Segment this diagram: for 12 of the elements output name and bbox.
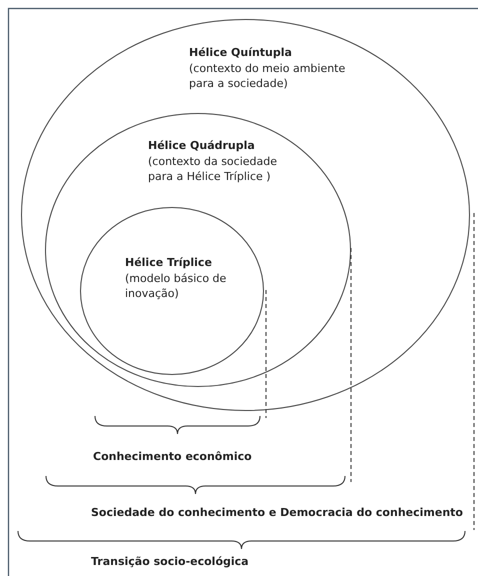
heading-text: Hélice Quádrupla xyxy=(148,138,255,153)
brace-label: Conhecimento econômico xyxy=(93,450,252,463)
brace-label: Transição socio-ecológica xyxy=(91,555,249,568)
description-text: (contexto da sociedade para a Hélice Tríplice ) xyxy=(148,154,278,184)
brace-label: Sociedade do conhecimento e Democracia do conhecimento xyxy=(91,506,463,519)
heading-text: Hélice Tríplice xyxy=(125,255,212,270)
ellipse xyxy=(80,207,264,375)
ellipse xyxy=(45,113,351,387)
description-text: (contexto do meio ambiente para a sociedade) xyxy=(189,61,346,91)
description-text: (modelo básico de inovação) xyxy=(125,271,228,301)
ellipse xyxy=(21,19,470,411)
heading-text: Hélice Quíntupla xyxy=(189,45,292,60)
